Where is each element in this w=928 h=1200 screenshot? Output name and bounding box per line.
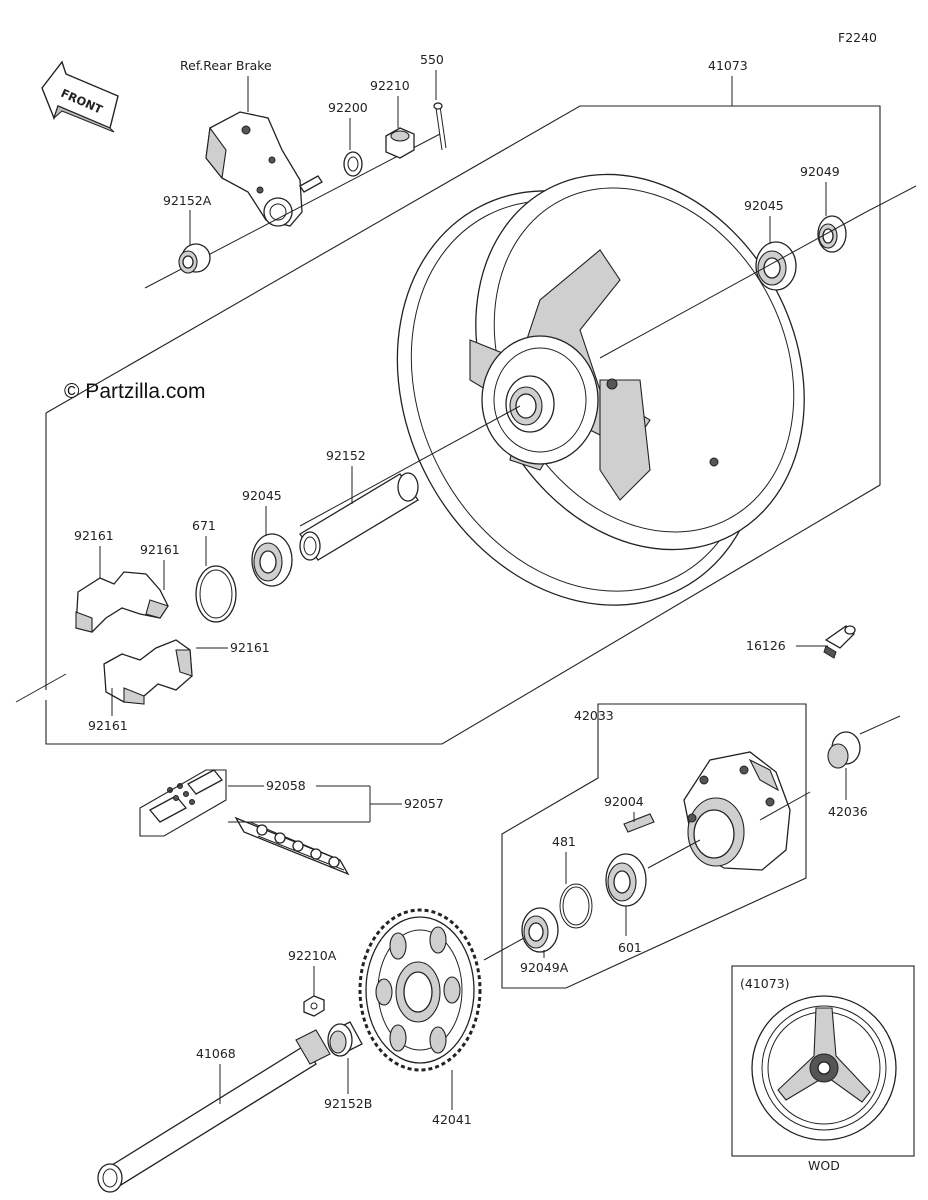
label-92049A: 92049A — [520, 960, 569, 975]
part-92161-damper-lower — [103, 639, 193, 705]
wheel-inset-box: (41073) WOD — [731, 965, 915, 1173]
hub-assembly-frame — [501, 703, 807, 989]
part-550-cotter-pin — [433, 102, 447, 151]
label-41068: 41068 — [196, 1046, 236, 1061]
label-42033: 42033 — [574, 708, 614, 723]
part-481-circlip — [559, 883, 593, 929]
label-92161-a: 92161 — [74, 528, 114, 543]
label-92210: 92210 — [370, 78, 410, 93]
label-92045-top: 92045 — [744, 198, 784, 213]
rear-wheel-rim — [396, 173, 805, 606]
label-92210A: 92210A — [288, 948, 337, 963]
label-92058: 92058 — [266, 778, 306, 793]
label-42036: 42036 — [828, 804, 868, 819]
label-92049: 92049 — [800, 164, 840, 179]
part-16126-valve — [823, 625, 856, 659]
figure-code: F2240 — [838, 30, 877, 45]
part-42036-collar — [827, 731, 861, 769]
wheel-assembly-frame — [45, 105, 881, 745]
label-42041: 42041 — [432, 1112, 472, 1127]
label-92004: 92004 — [604, 794, 644, 809]
label-16126: 16126 — [746, 638, 786, 653]
part-671-o-ring — [195, 565, 237, 623]
part-92045-bearing-top — [755, 241, 797, 291]
label-92161-d: 92161 — [88, 718, 128, 733]
part-92152A-collar — [178, 243, 211, 274]
part-92058-chain-joint — [148, 769, 223, 823]
label-92161-b: 92161 — [140, 542, 180, 557]
part-92049-oil-seal — [817, 215, 847, 253]
part-92152B-collar — [327, 1021, 363, 1057]
part-92045-bearing — [251, 533, 293, 587]
label-92152B: 92152B — [324, 1096, 372, 1111]
part-92057-chain — [234, 816, 350, 876]
label-550: 550 — [420, 52, 444, 67]
part-42041-sprocket — [358, 908, 482, 1072]
label-92045: 92045 — [242, 488, 282, 503]
part-92200-washer — [343, 151, 363, 177]
label-92161-c: 92161 — [230, 640, 270, 655]
part-601-bearing — [605, 853, 647, 907]
ref-rear-brake-label: Ref.Rear Brake — [180, 58, 272, 73]
rear-brake-caliper-bracket — [205, 111, 323, 227]
part-92004-stud — [623, 813, 655, 833]
chain-joint-frame — [139, 769, 227, 837]
part-92210A-nut — [303, 995, 325, 1017]
part-92161-damper-upper — [75, 571, 169, 633]
front-arrow-icon: FRONT — [41, 60, 119, 133]
inset-ref-label: (41073) — [740, 976, 790, 991]
part-92049A-oil-seal — [521, 907, 559, 953]
partzilla-watermark: © Partzilla.com — [64, 380, 206, 403]
label-92152A: 92152A — [163, 193, 212, 208]
label-92152: 92152 — [326, 448, 366, 463]
label-601: 601 — [618, 940, 642, 955]
inset-caption: WOD — [808, 1158, 840, 1173]
part-92210-nut — [385, 127, 415, 159]
label-481: 481 — [552, 834, 576, 849]
label-92200: 92200 — [328, 100, 368, 115]
label-92057: 92057 — [404, 796, 444, 811]
rear-sprocket-coupling — [683, 751, 791, 871]
part-41068-axle — [97, 1029, 331, 1193]
part-92152-spacer-tube — [299, 472, 419, 561]
label-671: 671 — [192, 518, 216, 533]
label-41073: 41073 — [708, 58, 748, 73]
